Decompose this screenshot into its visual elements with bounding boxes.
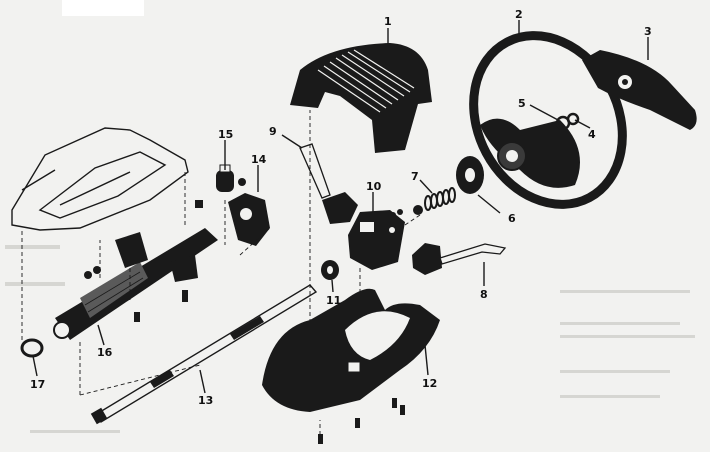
part-labels: 1 2 3 4 5 6 7 8 9 10 11 12 13 14 15 16 1… — [30, 8, 652, 407]
lock-cylinder-part — [216, 164, 246, 192]
bushing-part — [321, 260, 339, 280]
label-7: 7 — [411, 170, 419, 183]
column-tube-part — [53, 228, 218, 340]
horn-cover-part — [290, 43, 432, 153]
label-11: 11 — [326, 294, 341, 307]
assembly-lines — [21, 110, 481, 435]
turn-signal-switch-part — [299, 143, 358, 224]
label-17: 17 — [30, 378, 45, 391]
nut-washer-part — [555, 112, 580, 131]
label-6: 6 — [508, 212, 516, 225]
label-13: 13 — [198, 394, 213, 407]
spring-part — [424, 187, 456, 211]
background-noise — [5, 245, 695, 433]
lower-shroud-part — [262, 288, 440, 412]
contact-plate-part — [456, 156, 484, 194]
support-bracket-part — [11, 127, 203, 231]
wheel-pad-part — [582, 50, 697, 130]
screws — [84, 205, 423, 444]
label-9: 9 — [269, 125, 277, 138]
label-15: 15 — [218, 128, 233, 141]
label-12: 12 — [422, 377, 437, 390]
steering-wheel-part — [469, 31, 627, 209]
white-patch — [62, 0, 144, 16]
switch-housing-part — [348, 210, 405, 270]
label-14: 14 — [251, 153, 267, 166]
label-1: 1 — [384, 15, 392, 28]
ignition-lock-part — [228, 193, 270, 246]
steering-shaft-part — [90, 284, 318, 425]
label-8: 8 — [480, 288, 488, 301]
label-3: 3 — [644, 25, 652, 38]
label-16: 16 — [97, 346, 113, 359]
label-2: 2 — [515, 8, 523, 21]
label-4: 4 — [588, 128, 596, 141]
wiper-switch-part — [412, 243, 507, 275]
washer-part — [20, 338, 44, 358]
label-5: 5 — [518, 97, 526, 110]
label-10: 10 — [366, 180, 382, 193]
leader-lines — [32, 20, 649, 394]
